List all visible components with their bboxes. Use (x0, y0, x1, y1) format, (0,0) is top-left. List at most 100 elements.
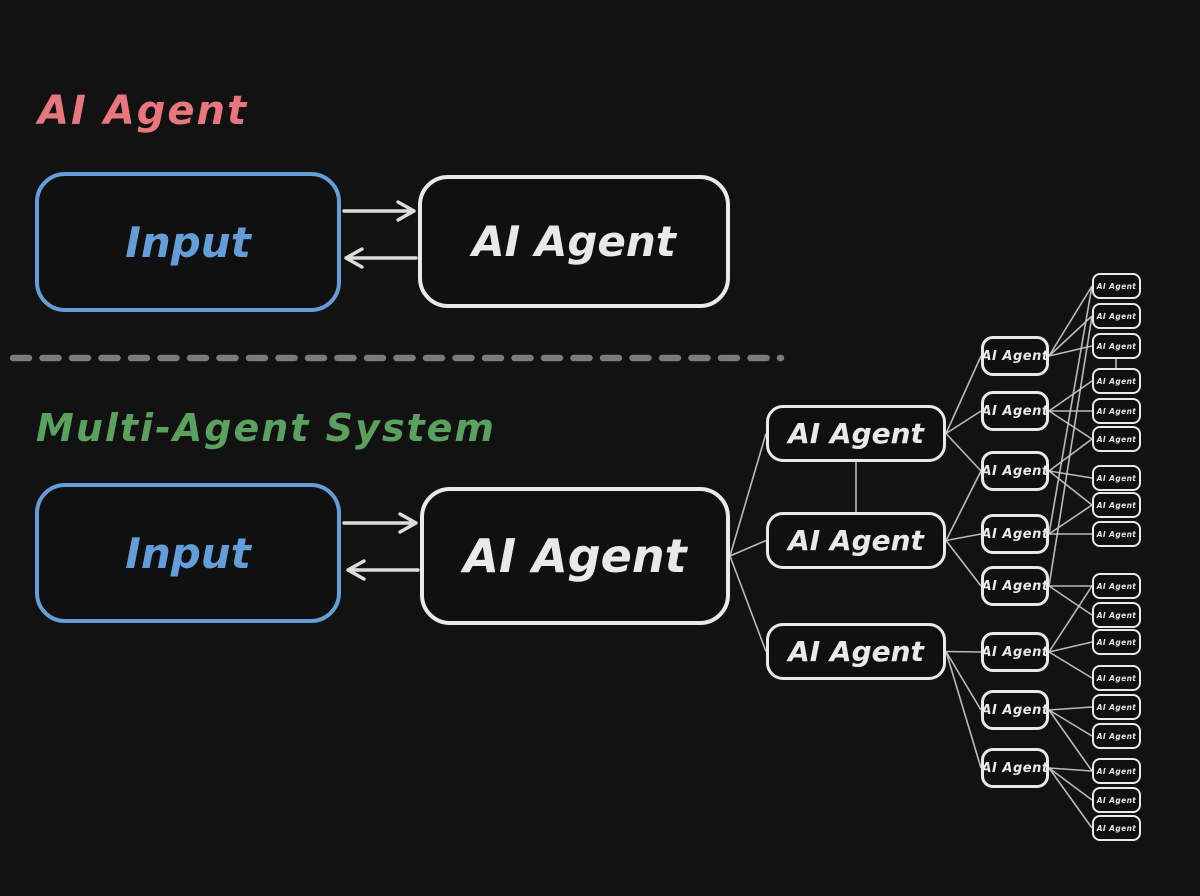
ai-agent-l3-box: AI Agent (981, 391, 1049, 431)
input-box-multi: Input (35, 483, 341, 623)
connector-line (1048, 285, 1093, 357)
connector-line (1048, 641, 1093, 653)
ai-agent-l3-box: AI Agent (981, 514, 1049, 554)
connector-line (729, 555, 767, 652)
connector-line (1048, 585, 1093, 653)
node-label: Input (125, 528, 251, 578)
ai-agent-l4-box: AI Agent (1092, 573, 1141, 599)
node-label: AI Agent (1096, 702, 1137, 712)
connector-line (1048, 470, 1093, 479)
node-label: AI Agent (981, 644, 1049, 660)
connector-line (945, 540, 982, 587)
node-label: AI Agent (1096, 473, 1137, 483)
ai-agent-l3-box: AI Agent (981, 451, 1049, 491)
ai-agent-l3-box: AI Agent (981, 632, 1049, 672)
connector-line (1048, 345, 1093, 357)
ai-agent-l4-box: AI Agent (1092, 787, 1141, 813)
connector-line (1048, 410, 1093, 440)
ai-agent-l4-box: AI Agent (1092, 815, 1141, 841)
connector-line (1048, 315, 1093, 587)
connector-line (1048, 651, 1093, 679)
single-agent-title: AI Agent (38, 88, 249, 134)
node-label: AI Agent (981, 760, 1049, 776)
connector-line (945, 470, 982, 541)
arrow-left (344, 247, 418, 269)
ai-agent-l4-box: AI Agent (1092, 521, 1141, 547)
node-label: AI Agent (1096, 610, 1137, 620)
ai-agent-l2-box: AI Agent (766, 623, 946, 680)
connector-line (945, 533, 982, 542)
ai-agent-l4-box: AI Agent (1092, 465, 1141, 491)
node-label: AI Agent (1096, 281, 1137, 291)
node-label: AI Agent (1096, 581, 1137, 591)
connector-line (1048, 767, 1093, 772)
connector-line (1048, 709, 1093, 772)
ai-agent-l4-box: AI Agent (1092, 273, 1141, 299)
node-label: AI Agent (981, 348, 1049, 364)
connector-line (945, 355, 982, 434)
ai-agent-l2-box: AI Agent (766, 512, 946, 569)
ai-agent-l4-box: AI Agent (1092, 602, 1141, 628)
node-label: AI Agent (1096, 766, 1137, 776)
multi-agent-title: Multi-Agent System (36, 406, 496, 450)
arrow-right (342, 200, 416, 222)
node-label: AI Agent (1096, 500, 1137, 510)
connector-line (1048, 709, 1093, 737)
connector-line (1048, 585, 1093, 616)
ai-agent-l4-box: AI Agent (1092, 758, 1141, 784)
connector-line (1048, 504, 1093, 535)
connector-line (945, 410, 982, 435)
connector-line (1048, 706, 1093, 711)
node-label: AI Agent (788, 417, 924, 450)
ai-agent-l4-box: AI Agent (1092, 723, 1141, 749)
ai-agent-l4-box: AI Agent (1092, 303, 1141, 329)
ai-agent-l4-box: AI Agent (1092, 629, 1141, 655)
node-label: AI Agent (981, 403, 1049, 419)
connector-line (945, 432, 982, 472)
ai-agent-l4-box: AI Agent (1092, 368, 1141, 394)
node-label: AI Agent (788, 635, 924, 668)
node-label: Input (125, 217, 251, 267)
connector-line (1048, 767, 1093, 829)
node-label: AI Agent (1096, 376, 1137, 386)
ai-agent-l3-box: AI Agent (981, 748, 1049, 788)
ai-agent-l4-box: AI Agent (1092, 426, 1141, 452)
arrow-left (346, 559, 420, 581)
node-label: AI Agent (1096, 673, 1137, 683)
node-label: AI Agent (1096, 529, 1137, 539)
ai-agent-l3-box: AI Agent (981, 566, 1049, 606)
ai-agent-l3-box: AI Agent (981, 336, 1049, 376)
node-label: AI Agent (981, 463, 1049, 479)
node-label: AI Agent (1096, 731, 1137, 741)
node-label: AI Agent (1096, 434, 1137, 444)
ai-agent-l4-box: AI Agent (1092, 665, 1141, 691)
connector-line (1048, 380, 1093, 412)
connector-line (1048, 285, 1093, 535)
node-label: AI Agent (1096, 795, 1137, 805)
node-label: AI Agent (472, 217, 676, 266)
connector-line (1048, 767, 1093, 801)
connector-line (729, 539, 767, 557)
node-label: AI Agent (981, 526, 1049, 542)
ai-agent-l2-box: AI Agent (766, 405, 946, 462)
node-label: AI Agent (1096, 341, 1137, 351)
ai-agent-l4-box: AI Agent (1092, 694, 1141, 720)
ai-agent-l3-box: AI Agent (981, 690, 1049, 730)
node-label: AI Agent (1096, 311, 1137, 321)
connector-line (945, 651, 982, 769)
node-label: AI Agent (1096, 823, 1137, 833)
ai-agent-l4-box: AI Agent (1092, 398, 1141, 424)
node-label: AI Agent (1096, 637, 1137, 647)
input-box-single: Input (35, 172, 341, 312)
arrow-right (342, 512, 418, 534)
ai-agent-root-box: AI Agent (420, 487, 730, 625)
node-label: AI Agent (981, 578, 1049, 594)
node-label: AI Agent (1096, 406, 1137, 416)
node-label: AI Agent (981, 702, 1049, 718)
connector-line (729, 433, 767, 557)
node-label: AI Agent (463, 529, 687, 583)
ai-agent-box-single: AI Agent (418, 175, 730, 308)
ai-agent-l4-box: AI Agent (1092, 333, 1141, 359)
